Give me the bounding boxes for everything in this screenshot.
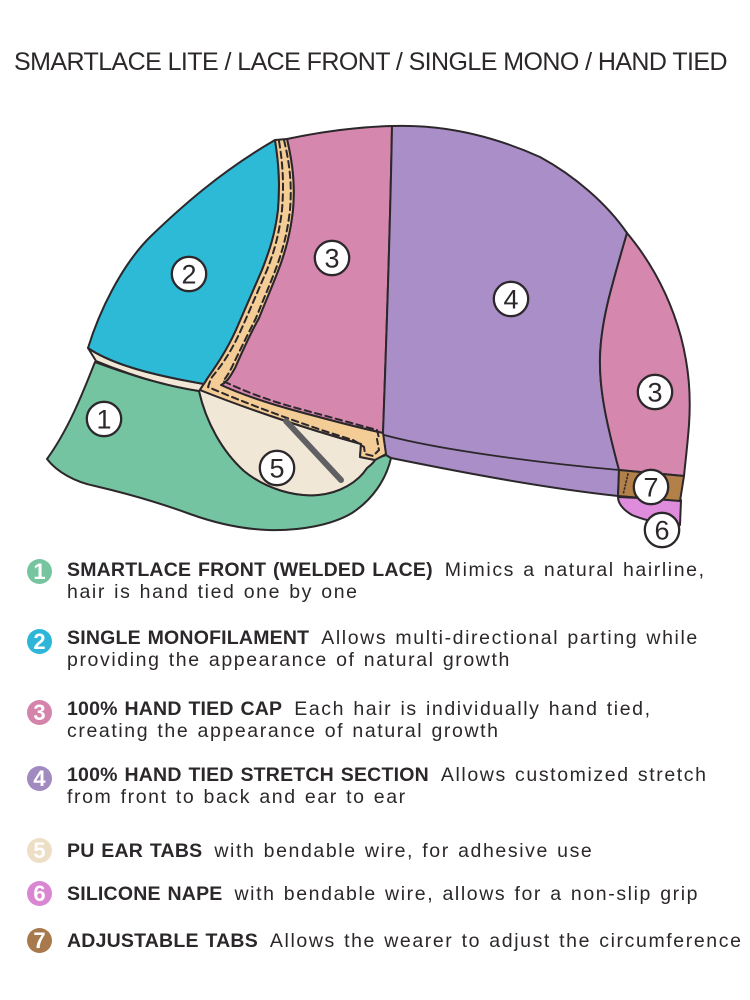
svg-text:5: 5	[269, 454, 284, 484]
svg-text:4: 4	[503, 285, 518, 315]
svg-text:7: 7	[643, 473, 658, 503]
svg-text:1: 1	[96, 405, 111, 435]
svg-text:3: 3	[647, 378, 662, 408]
svg-text:3: 3	[324, 244, 339, 274]
svg-text:2: 2	[181, 260, 196, 290]
svg-text:6: 6	[654, 516, 669, 546]
